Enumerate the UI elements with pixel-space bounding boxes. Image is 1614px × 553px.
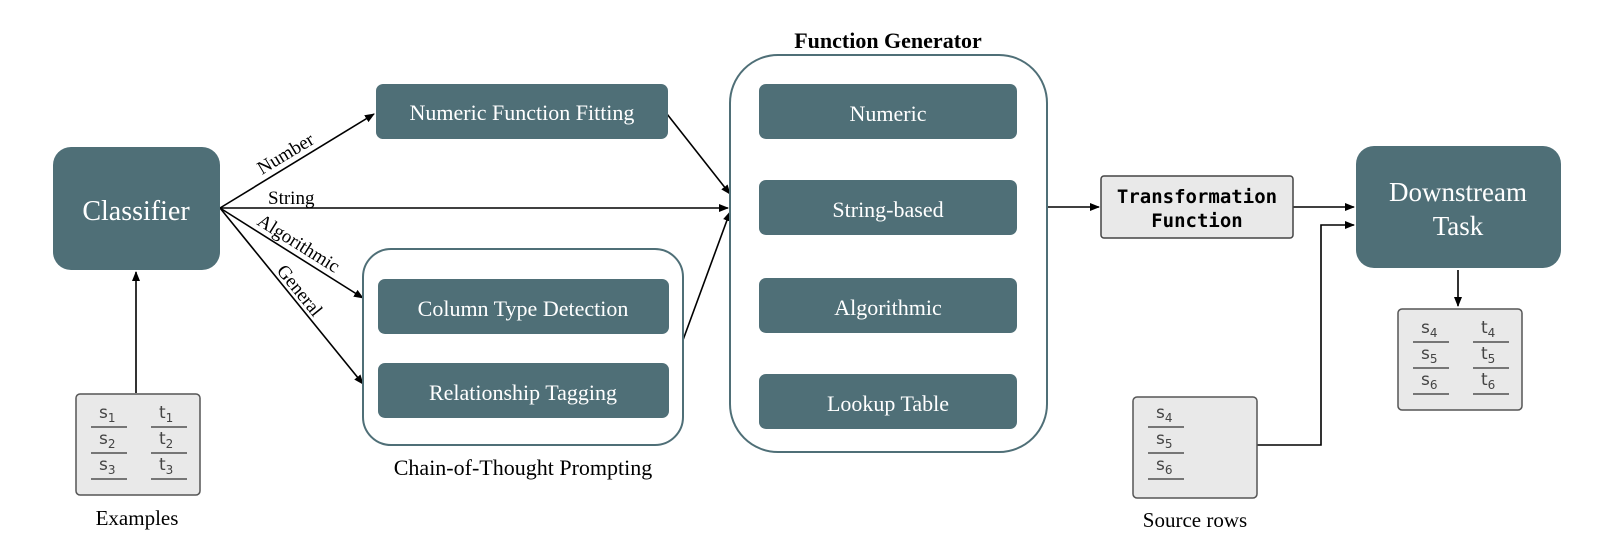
generator-item-lookup-table-label: Lookup Table — [827, 391, 949, 416]
arrow-numeric-fitting-to-generator — [666, 113, 731, 195]
downstream-task-line2: Task — [1433, 211, 1484, 241]
generator-item-algorithmic-label: Algorithmic — [834, 295, 942, 320]
transformation-function-line1: Transformation — [1117, 186, 1277, 208]
source-rows-caption: Source rows — [1143, 508, 1247, 532]
generator-item-numeric — [759, 84, 1017, 139]
transformation-function-node: Transformation Function — [1100, 175, 1294, 239]
transformation-function-box — [1100, 175, 1294, 239]
arrow-source-rows-to-downstream — [1257, 221, 1355, 446]
generator-item-numeric-label: Numeric — [850, 101, 927, 126]
classifier-node: Classifier — [53, 147, 220, 270]
function-generator-title: Function Generator — [794, 28, 982, 53]
cot-group: Column Type Detection Relationship Taggi… — [362, 248, 684, 480]
generator-item-string-based — [759, 180, 1017, 235]
downstream-task-box — [1356, 146, 1561, 268]
cot-caption: Chain-of-Thought Prompting — [394, 455, 652, 480]
function-generator-container — [729, 54, 1048, 453]
numeric-fitting-label: Numeric Function Fitting — [410, 100, 635, 125]
arrows — [132, 113, 1462, 446]
arrow-classifier-general — [219, 207, 364, 385]
generator-item-string-based-label: String-based — [832, 197, 943, 222]
generator-item-lookup-table — [759, 374, 1017, 429]
arrow-classifier-to-numeric-fitting — [219, 113, 375, 209]
numeric-fitting-node: Numeric Function Fitting — [376, 84, 668, 139]
cot-item-column-type-detection-label: Column Type Detection — [418, 296, 629, 321]
function-generator-group: Function Generator Numeric String-based … — [729, 28, 1048, 453]
cot-item-relationship-tagging — [378, 363, 669, 418]
cot-item-column-type-detection — [378, 279, 669, 334]
downstream-task-line1: Downstream — [1389, 177, 1527, 207]
arrow-classifier-algorithmic — [219, 207, 364, 299]
output-box — [1397, 308, 1523, 411]
examples-caption: Examples — [96, 506, 179, 530]
classifier-label: Classifier — [82, 196, 190, 227]
transformation-function-line2: Function — [1151, 210, 1243, 232]
arrow-cot-to-generator — [682, 211, 731, 341]
numeric-fitting-box — [376, 84, 668, 139]
edge-label-string: String — [268, 188, 315, 209]
cot-item-relationship-tagging-label: Relationship Tagging — [429, 380, 617, 405]
source-rows-box — [1132, 396, 1258, 499]
edge-label-algorithmic: Algorithmic — [253, 210, 343, 277]
downstream-task-node: Downstream Task — [1356, 146, 1561, 268]
classifier-box — [53, 147, 220, 270]
generator-item-algorithmic — [759, 278, 1017, 333]
edge-labels: Number String Algorithmic General — [253, 129, 343, 321]
examples-box — [75, 393, 201, 496]
